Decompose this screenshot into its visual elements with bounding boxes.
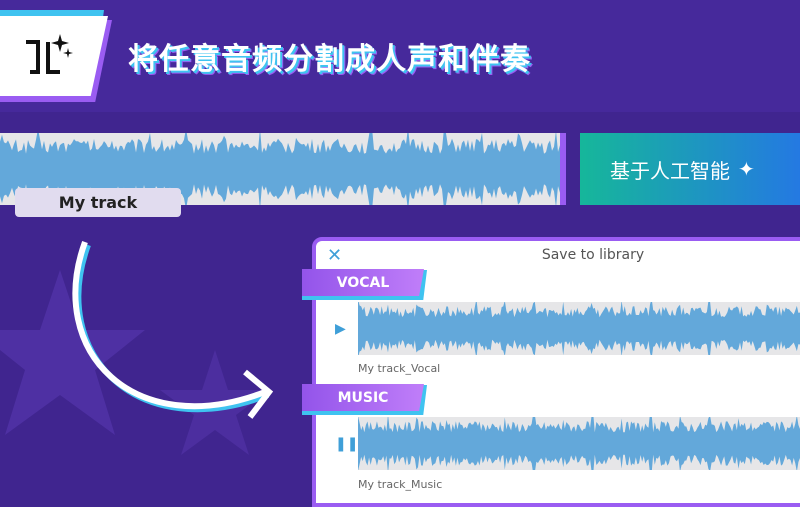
source-waveform: [0, 133, 566, 205]
ai-button-label: 基于人工智能: [610, 158, 730, 183]
waveform-graphic: [0, 133, 560, 205]
close-icon[interactable]: ✕: [327, 245, 343, 266]
vocal-waveform[interactable]: [358, 302, 800, 355]
sparkle-icon: ✦: [738, 157, 755, 181]
waveform-graphic: [358, 302, 800, 355]
pause-icon[interactable]: ❚❚: [335, 436, 359, 452]
arrow-icon: [72, 240, 274, 419]
vocal-tag: VOCAL: [302, 269, 424, 296]
app-logo: [0, 16, 108, 96]
music-track-name: My track_Music: [358, 478, 443, 491]
source-track-label: My track: [15, 188, 181, 217]
music-tag: MUSIC: [302, 384, 424, 411]
play-icon[interactable]: ▶: [335, 321, 346, 337]
music-waveform[interactable]: [358, 417, 800, 470]
waveform-shape: [358, 302, 800, 355]
waveform-shape: [358, 417, 800, 470]
header-band: [0, 0, 800, 112]
page-title: 将任意音频分割成人声和伴奏: [128, 42, 531, 77]
panel-title: Save to library: [541, 247, 645, 263]
waveform-graphic: [358, 417, 800, 470]
vocal-track-name: My track_Vocal: [358, 362, 441, 375]
logo-accent: [0, 10, 104, 18]
split-sparkle-icon: [26, 34, 73, 74]
ai-button[interactable]: 基于人工智能 ✦: [580, 133, 800, 205]
waveform-shape: [0, 133, 560, 205]
